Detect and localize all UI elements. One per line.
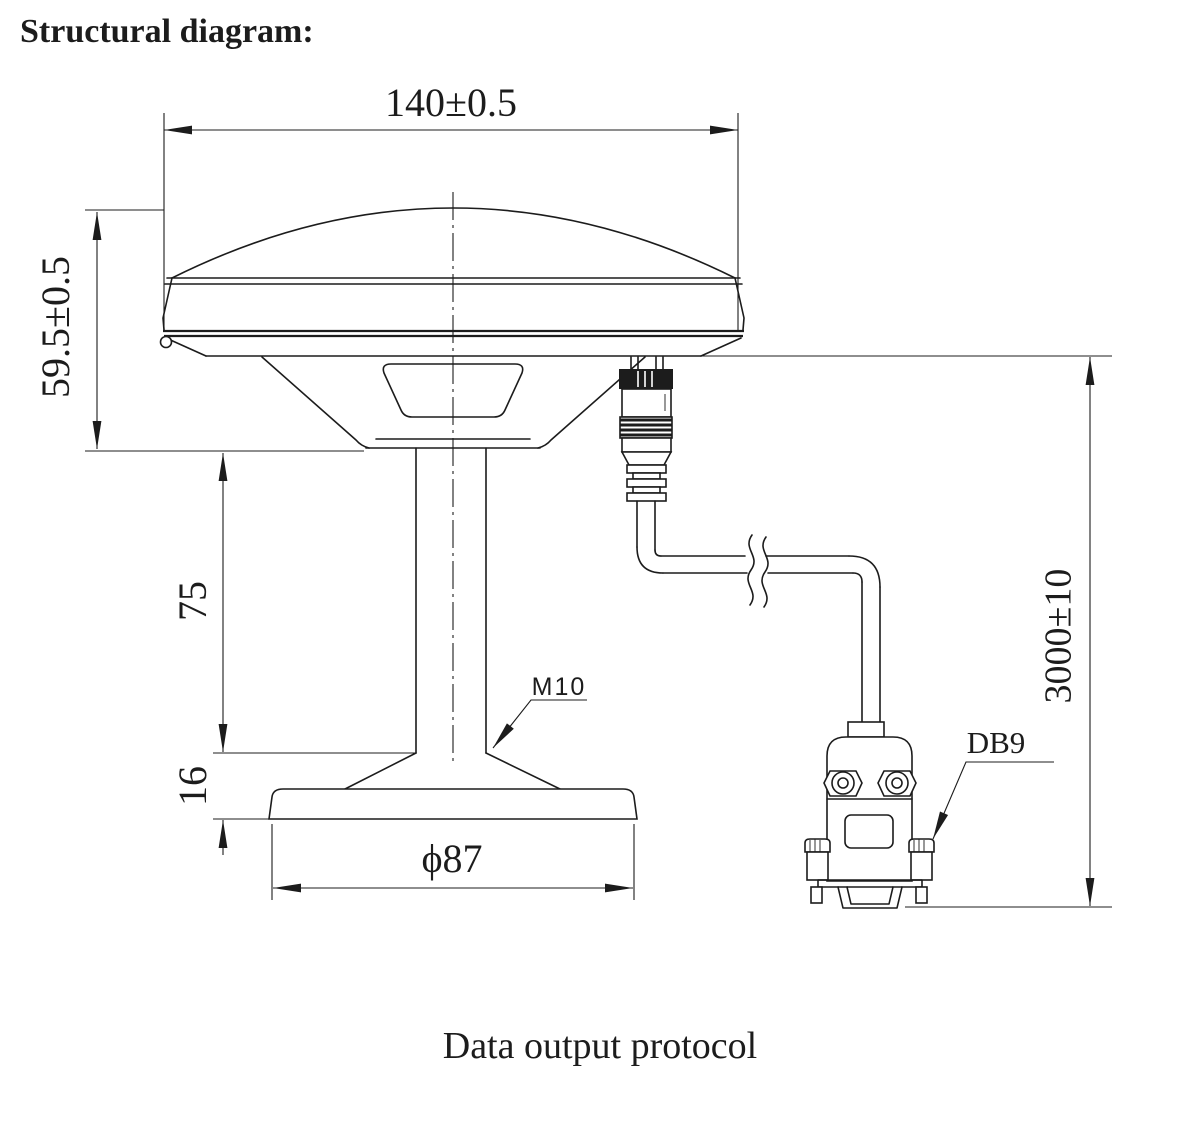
db9-flange	[817, 879, 923, 888]
cable	[636, 500, 881, 723]
connector-rib-stripes	[620, 418, 672, 437]
db9-thumbscrew-center	[837, 777, 849, 789]
strain-relief-rib	[626, 464, 667, 474]
label-m10: M10	[492, 673, 587, 749]
dimension-pole-length: 75	[170, 453, 228, 752]
base-flare	[344, 752, 561, 790]
cable-break-symbol	[747, 534, 769, 608]
connector-cap	[619, 369, 673, 389]
db9-body	[826, 736, 913, 882]
dim-cable-length-label: 3000±10	[1038, 569, 1080, 704]
dim-base-diameter-label: ϕ87	[421, 836, 482, 881]
db9-connector	[804, 721, 935, 909]
db9-thumbscrew-center	[891, 777, 903, 789]
cable-corner-right	[848, 555, 881, 588]
extension-lines	[271, 824, 635, 900]
label-db9: DB9	[932, 725, 1054, 840]
db9-label: DB9	[967, 725, 1026, 760]
strain-relief-rib	[632, 472, 661, 480]
connector-ring	[621, 437, 672, 453]
dim-mount-height-label: 16	[170, 766, 215, 806]
db9-collar	[847, 721, 885, 738]
m10-label: M10	[532, 673, 587, 701]
base-plate	[268, 788, 638, 820]
db9-jackscrew-body	[910, 851, 933, 881]
dome-vent-detail	[159, 335, 173, 349]
db9-recess	[844, 814, 894, 849]
cable-horizontal	[660, 555, 854, 574]
connector-cap-highlights	[637, 371, 653, 387]
dim-top-width-label: 140±0.5	[385, 80, 517, 125]
dimension-top-width: 140±0.5	[163, 80, 739, 330]
cable-vertical	[636, 500, 656, 551]
mount-pole	[415, 192, 487, 762]
cable-corner-left	[636, 546, 664, 574]
cable-vertical-right	[861, 581, 881, 723]
pole-sides	[415, 447, 487, 754]
db9-jackscrew-knurl	[913, 839, 925, 852]
dimension-cable-length: 3000±10	[701, 355, 1112, 908]
connector-posts	[630, 356, 664, 370]
page-caption: Data output protocol	[443, 1025, 757, 1067]
extension-lines	[163, 113, 739, 330]
dimension-mount-height: 16	[170, 752, 416, 855]
extension-lines	[85, 209, 364, 452]
extension-lines	[213, 752, 416, 820]
db9-pin	[810, 886, 823, 904]
db9-pin	[915, 886, 928, 904]
db9-jackscrew-knurl	[809, 839, 821, 852]
funnel-recess	[382, 363, 524, 418]
dome-skirt	[165, 337, 742, 357]
dim-dome-height-label: 59.5±0.5	[33, 256, 78, 398]
page-title: Structural diagram:	[20, 13, 314, 50]
extension-lines	[701, 355, 1112, 908]
connector-body	[621, 388, 672, 418]
antenna-cable-connector	[619, 356, 673, 502]
strain-relief-rib	[626, 478, 667, 488]
dimension-base-diameter: ϕ87	[271, 824, 635, 900]
db9-dsub-shell	[837, 886, 903, 909]
db9-jackscrew-body	[806, 851, 829, 881]
db9-leader	[932, 761, 1054, 840]
dimension-dome-height: 59.5±0.5	[33, 209, 364, 452]
connector-taper	[620, 451, 673, 466]
strain-relief-rib	[632, 486, 661, 494]
db9-jackscrew-cap	[804, 838, 831, 853]
strain-relief-rib	[626, 492, 667, 502]
m10-leader	[492, 699, 587, 749]
dome-side-edges	[162, 277, 745, 331]
mount-base	[268, 752, 638, 820]
dim-pole-length-label: 75	[170, 581, 215, 621]
db9-jackscrew-cap	[908, 838, 935, 853]
